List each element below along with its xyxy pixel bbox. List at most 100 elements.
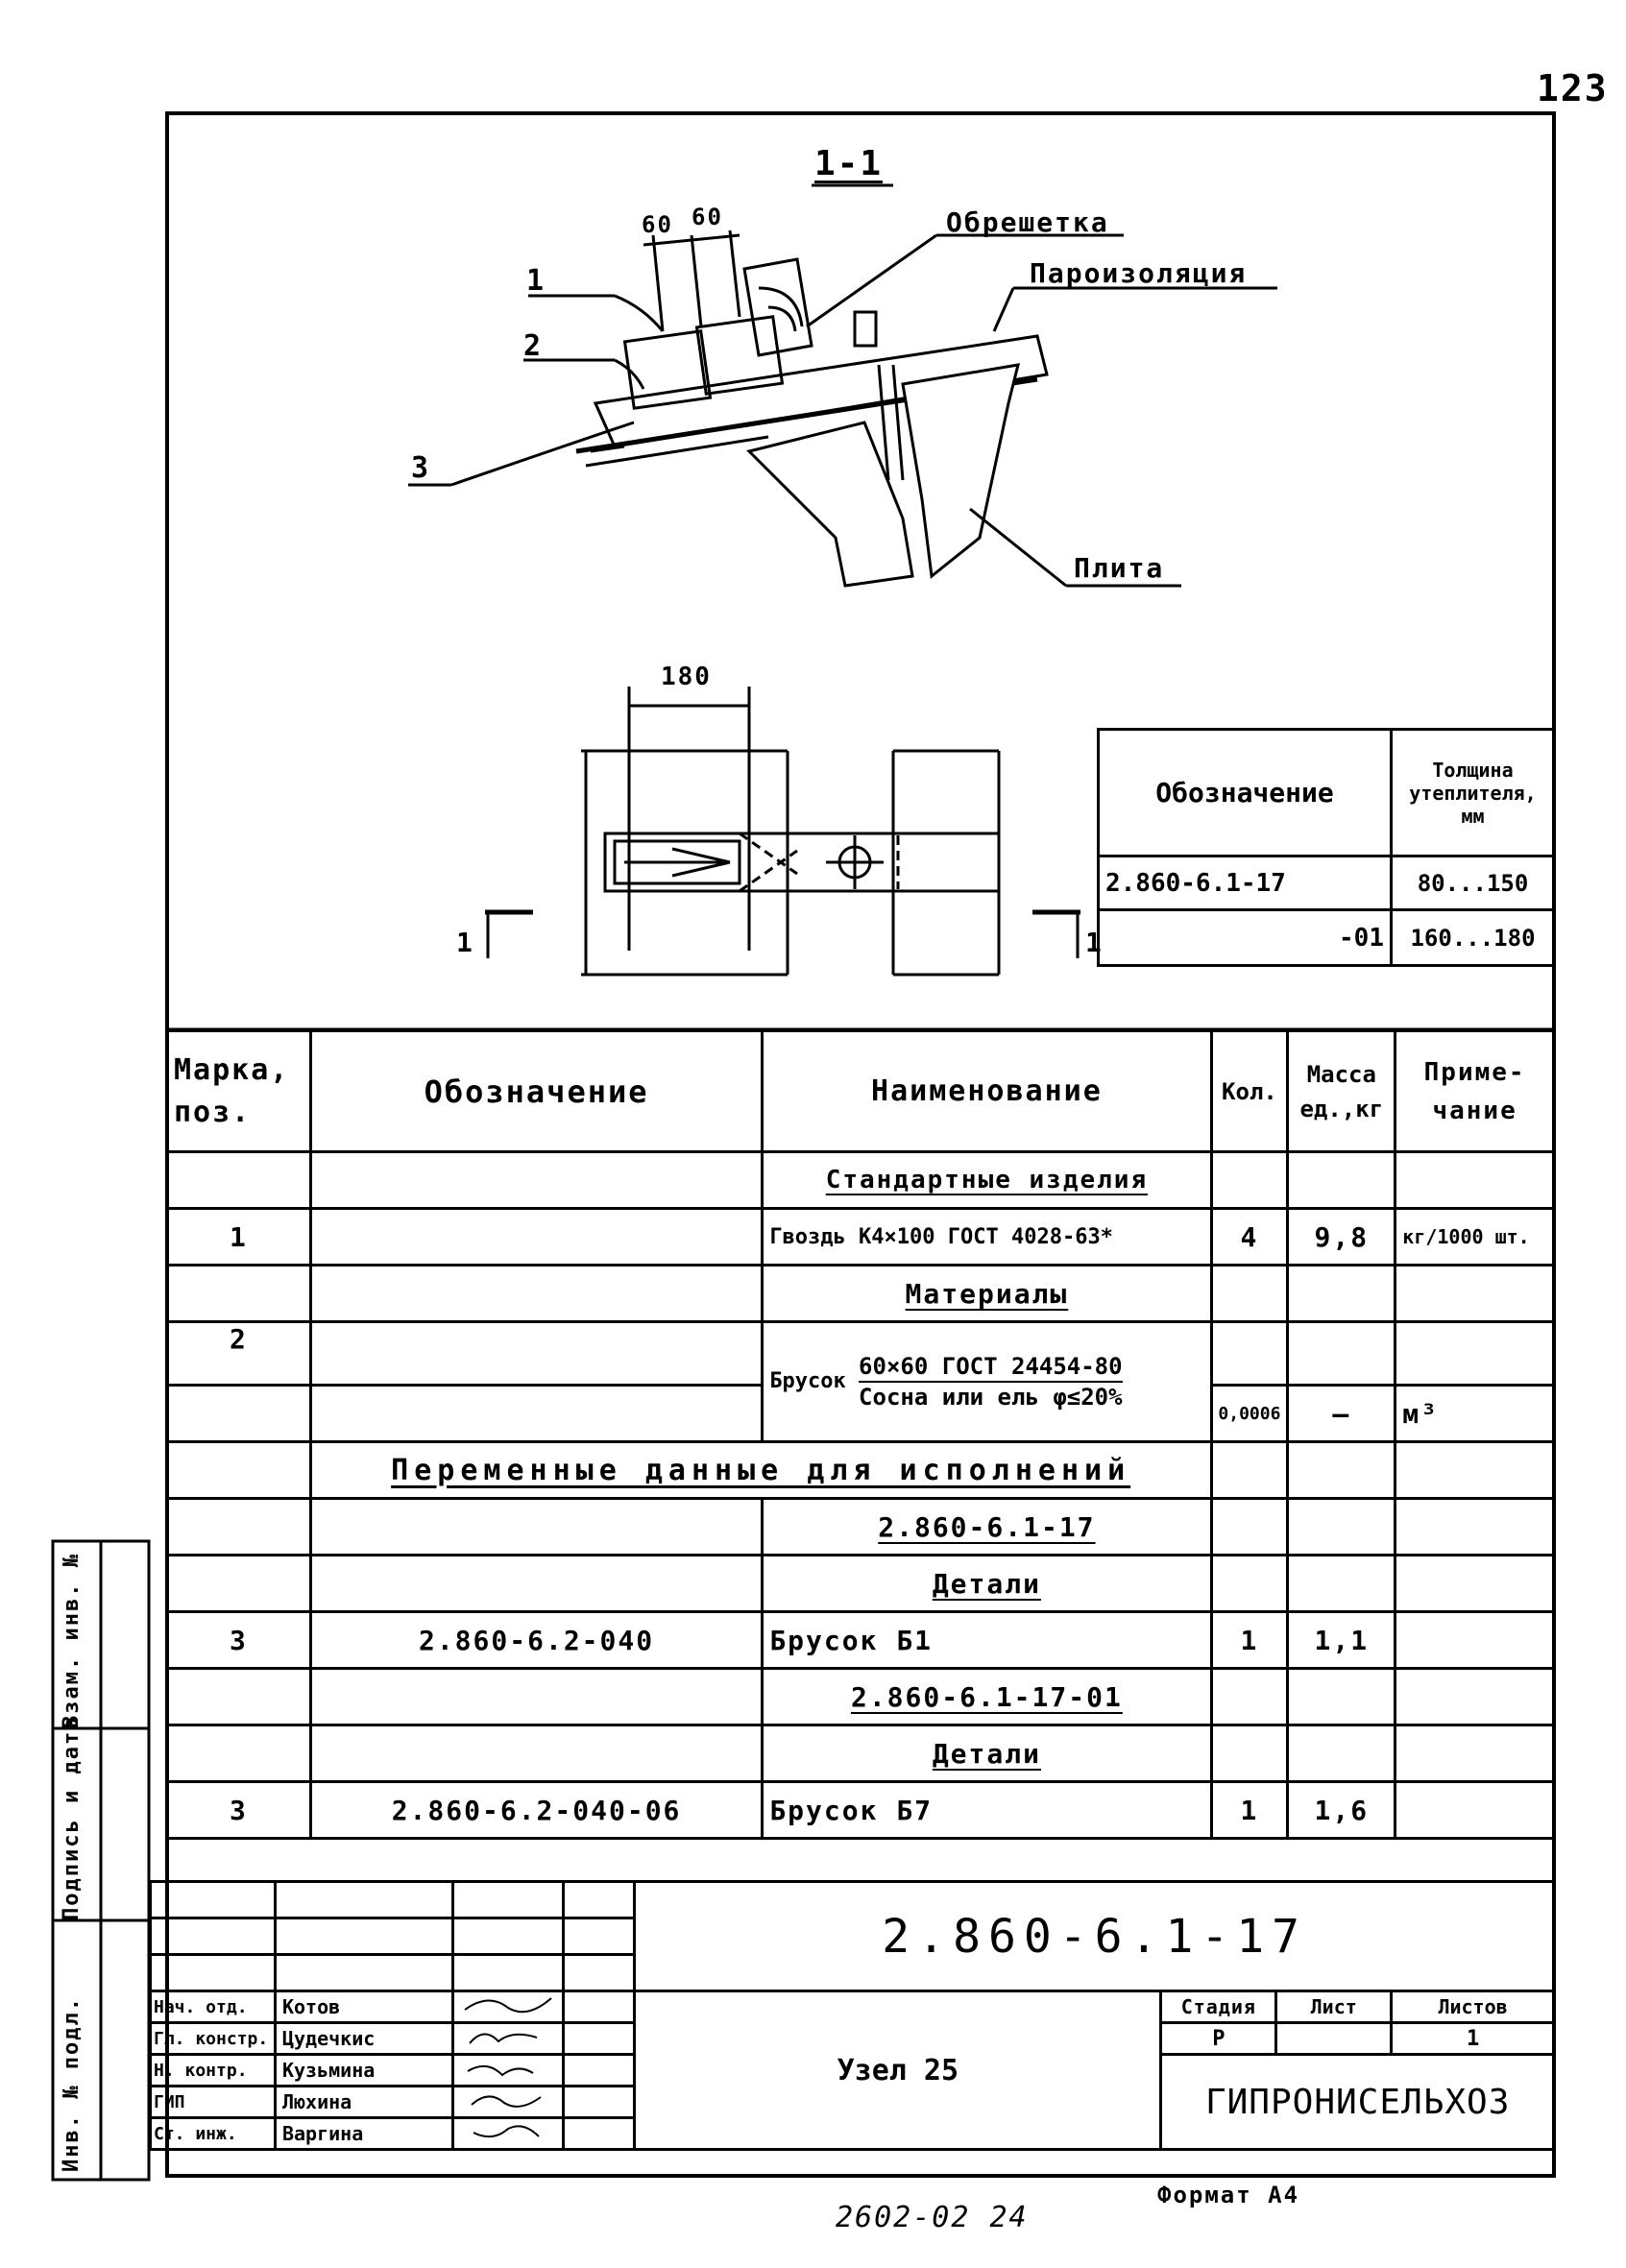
signature bbox=[450, 2116, 565, 2151]
side-stamp-inv-podl: Инв. № подл. bbox=[60, 1996, 84, 2172]
spec-header-name: Наименование bbox=[761, 1029, 1213, 1153]
row2-name-fraction: 60×60 ГОСТ 24454-80 Сосна или ель φ≤20% bbox=[859, 1352, 1123, 1411]
spec-header-note: Приме- чание bbox=[1394, 1029, 1556, 1153]
dim-60-left: 60 bbox=[642, 211, 673, 238]
table-row: 3 2.860-6.2-040-06 Брусок Б7 1 1,6 bbox=[165, 1780, 1556, 1840]
signer-row: Гл. констр. Цудечкис Р 1 bbox=[149, 2021, 1556, 2056]
spec-variant-2: 2.860-6.1-17-01 bbox=[761, 1667, 1213, 1726]
spec-header-mark: Марка, поз. bbox=[165, 1029, 312, 1153]
table-row: 3 2.860-6.2-040 Брусок Б1 1 1,1 bbox=[165, 1610, 1556, 1670]
row2-name-bottom: Сосна или ель φ≤20% bbox=[859, 1384, 1123, 1411]
node-title: Узел 25 bbox=[633, 1990, 1163, 2151]
album-code: 2602-02 24 bbox=[836, 2201, 1029, 2234]
row3-mass: 1,1 bbox=[1286, 1610, 1397, 1670]
row3-qty: 1 bbox=[1209, 1610, 1290, 1670]
callout-obreshetka: Обрешетка bbox=[946, 206, 1109, 238]
variant-table: Обозначение Толщина утеплителя, мм 2.860… bbox=[1097, 728, 1556, 967]
signer-name: Цудечкис bbox=[273, 2021, 454, 2056]
spec-header-mass: Масса ед.,кг bbox=[1286, 1029, 1397, 1153]
sheet-label: Лист bbox=[1274, 1990, 1394, 2024]
side-stamp-vzam: Взам. инв. № bbox=[60, 1553, 84, 1728]
row1-qty: 4 bbox=[1209, 1207, 1290, 1267]
variant-col-designation: Обозначение bbox=[1097, 728, 1393, 857]
table-row: 1 Гвоздь К4×100 ГОСТ 4028-63* 4 9,8 кг/1… bbox=[165, 1207, 1556, 1267]
signer-name: Варгина bbox=[273, 2116, 454, 2151]
variant-row2-designation: -01 bbox=[1097, 908, 1393, 967]
table-row: 2 Брусок 60×60 ГОСТ 24454-80 Сосна или е… bbox=[165, 1320, 1556, 1443]
variant-row1-designation: 2.860-6.1-17 bbox=[1097, 855, 1393, 911]
signer-name: Люхина bbox=[273, 2085, 454, 2119]
sheets-label: Листов bbox=[1390, 1990, 1556, 2024]
spec-details-1: Детали bbox=[761, 1554, 1213, 1613]
callout-pos2: 2 bbox=[523, 329, 544, 363]
row1-note: кг/1000 шт. bbox=[1394, 1207, 1556, 1267]
spec-details-2: Детали bbox=[761, 1724, 1213, 1783]
variant-row2-thickness: 160...180 bbox=[1390, 908, 1556, 967]
title-block: 2.860-6.1-17 Нач. отд. Котов Узел 25 Ста… bbox=[149, 1880, 1556, 2151]
spec-header-designation: Обозначение bbox=[308, 1029, 764, 1153]
row2-name-prefix: Брусок bbox=[769, 1369, 846, 1393]
doc-code: 2.860-6.1-17 bbox=[633, 1880, 1556, 1992]
section-label: 1-1 bbox=[814, 144, 884, 183]
cut-mark-left: 1 bbox=[456, 927, 474, 958]
sheets-value: 1 bbox=[1390, 2021, 1556, 2056]
signer-row: Н. контр. Кузьмина ГИПРОНИСЕЛЬХОЗ bbox=[149, 2053, 1556, 2151]
variant-row1-thickness: 80...150 bbox=[1390, 855, 1556, 911]
callout-pos3: 3 bbox=[411, 451, 431, 485]
spec-variant-1: 2.860-6.1-17 bbox=[761, 1497, 1213, 1556]
variant-col-thickness: Толщина утеплителя, мм bbox=[1390, 728, 1556, 857]
row4-mass: 1,6 bbox=[1286, 1780, 1397, 1840]
organization: ГИПРОНИСЕЛЬХОЗ bbox=[1159, 2053, 1556, 2151]
spec-header-qty: Кол. bbox=[1209, 1029, 1290, 1153]
row1-name: Гвоздь К4×100 ГОСТ 4028-63* bbox=[761, 1207, 1213, 1267]
callout-plita: Плита bbox=[1074, 552, 1165, 584]
spec-section-variables: Переменные данные для исполнений bbox=[308, 1440, 1213, 1500]
signer-role: Гл. констр. bbox=[149, 2021, 277, 2056]
signature bbox=[450, 2085, 565, 2119]
row3-note bbox=[1394, 1610, 1556, 1670]
row2-mass: — bbox=[1286, 1384, 1397, 1443]
stage-label: Стадия bbox=[1159, 1990, 1278, 2024]
row2-mark: 2 bbox=[165, 1320, 312, 1387]
signature bbox=[450, 2021, 565, 2056]
page-number: 123 bbox=[1537, 67, 1609, 109]
dim-180: 180 bbox=[661, 663, 712, 691]
signature bbox=[450, 1990, 565, 2024]
row1-mark: 1 bbox=[165, 1207, 312, 1267]
dim-60-right: 60 bbox=[692, 204, 723, 230]
row2-name: Брусок 60×60 ГОСТ 24454-80 Сосна или ель… bbox=[761, 1320, 1213, 1443]
signer-name: Котов bbox=[273, 1990, 454, 2024]
signer-row: Нач. отд. Котов Узел 25 Стадия Лист Лист… bbox=[149, 1990, 1556, 2151]
callout-paroizolyatsiya: Пароизоляция bbox=[1030, 257, 1248, 289]
callout-pos1: 1 bbox=[526, 264, 546, 298]
row3-mark: 3 bbox=[165, 1610, 312, 1670]
row4-mark: 3 bbox=[165, 1780, 312, 1840]
row4-designation: 2.860-6.2-040-06 bbox=[308, 1780, 764, 1840]
signature bbox=[450, 2053, 565, 2087]
row2-note: м³ bbox=[1394, 1384, 1556, 1443]
row4-name: Брусок Б7 bbox=[761, 1780, 1213, 1840]
spec-table: Марка, поз. Обозначение Наименование Кол… bbox=[165, 1029, 1556, 1840]
section-drawing bbox=[165, 183, 1556, 1031]
signer-name: Кузьмина bbox=[273, 2053, 454, 2087]
side-stamp-podpis: Подпись и дата bbox=[60, 1715, 84, 1920]
row4-qty: 1 bbox=[1209, 1780, 1290, 1840]
signer-row: Ст. инж. Варгина bbox=[149, 2116, 1555, 2151]
row1-mass: 9,8 bbox=[1286, 1207, 1397, 1267]
spec-section-standard: Стандартные изделия bbox=[761, 1150, 1213, 1210]
side-stamp-frame bbox=[51, 1539, 151, 2182]
row3-name: Брусок Б1 bbox=[761, 1610, 1213, 1670]
row4-note bbox=[1394, 1780, 1556, 1840]
signer-role: Н. контр. bbox=[149, 2053, 277, 2087]
row1-designation bbox=[308, 1207, 764, 1267]
row3-designation: 2.860-6.2-040 bbox=[308, 1610, 764, 1670]
signer-role: ГИП bbox=[149, 2085, 277, 2119]
stage-value: Р bbox=[1159, 2021, 1278, 2056]
row2-name-top: 60×60 ГОСТ 24454-80 bbox=[859, 1352, 1123, 1383]
signer-role: Нач. отд. bbox=[149, 1990, 277, 2024]
format-label: Формат А4 bbox=[1157, 2182, 1300, 2208]
spec-section-materials: Материалы bbox=[761, 1264, 1213, 1323]
sheet-value bbox=[1274, 2021, 1394, 2056]
row2-qty: 0,0006 bbox=[1209, 1384, 1290, 1443]
signer-role: Ст. инж. bbox=[149, 2116, 277, 2151]
